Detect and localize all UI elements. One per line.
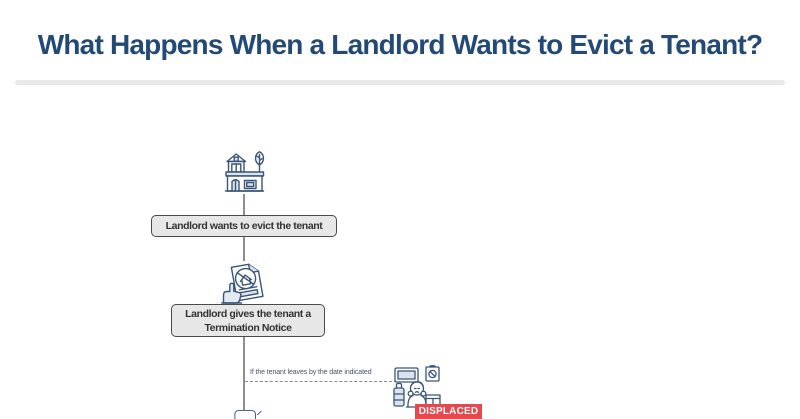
step-box-termination-notice: Landlord gives the tenant a Termination … (171, 304, 325, 337)
displaced-person-icon (393, 365, 443, 410)
displaced-status-badge: DISPLACED (415, 404, 482, 419)
step-2-label-line1: Landlord gives the tenant a (185, 307, 311, 320)
connector-line-2 (243, 237, 245, 261)
page-title: What Happens When a Landlord Wants to Ev… (37, 29, 763, 60)
connector-line-3 (243, 337, 245, 410)
step-1-label: Landlord wants to evict the tenant (165, 220, 323, 232)
connector-line-1 (243, 194, 245, 216)
branch-condition-label: If the tenant leaves by the date indicat… (250, 369, 372, 376)
branch-dashed-line (245, 381, 397, 382)
header-divider (15, 80, 785, 85)
house-with-tree-icon (219, 150, 269, 194)
termination-notice-hand-icon (216, 260, 270, 305)
gavel-icon (225, 409, 271, 419)
step-2-label-line2: Termination Notice (204, 321, 292, 334)
step-box-landlord-wants-to-evict: Landlord wants to evict the tenant (151, 215, 337, 237)
